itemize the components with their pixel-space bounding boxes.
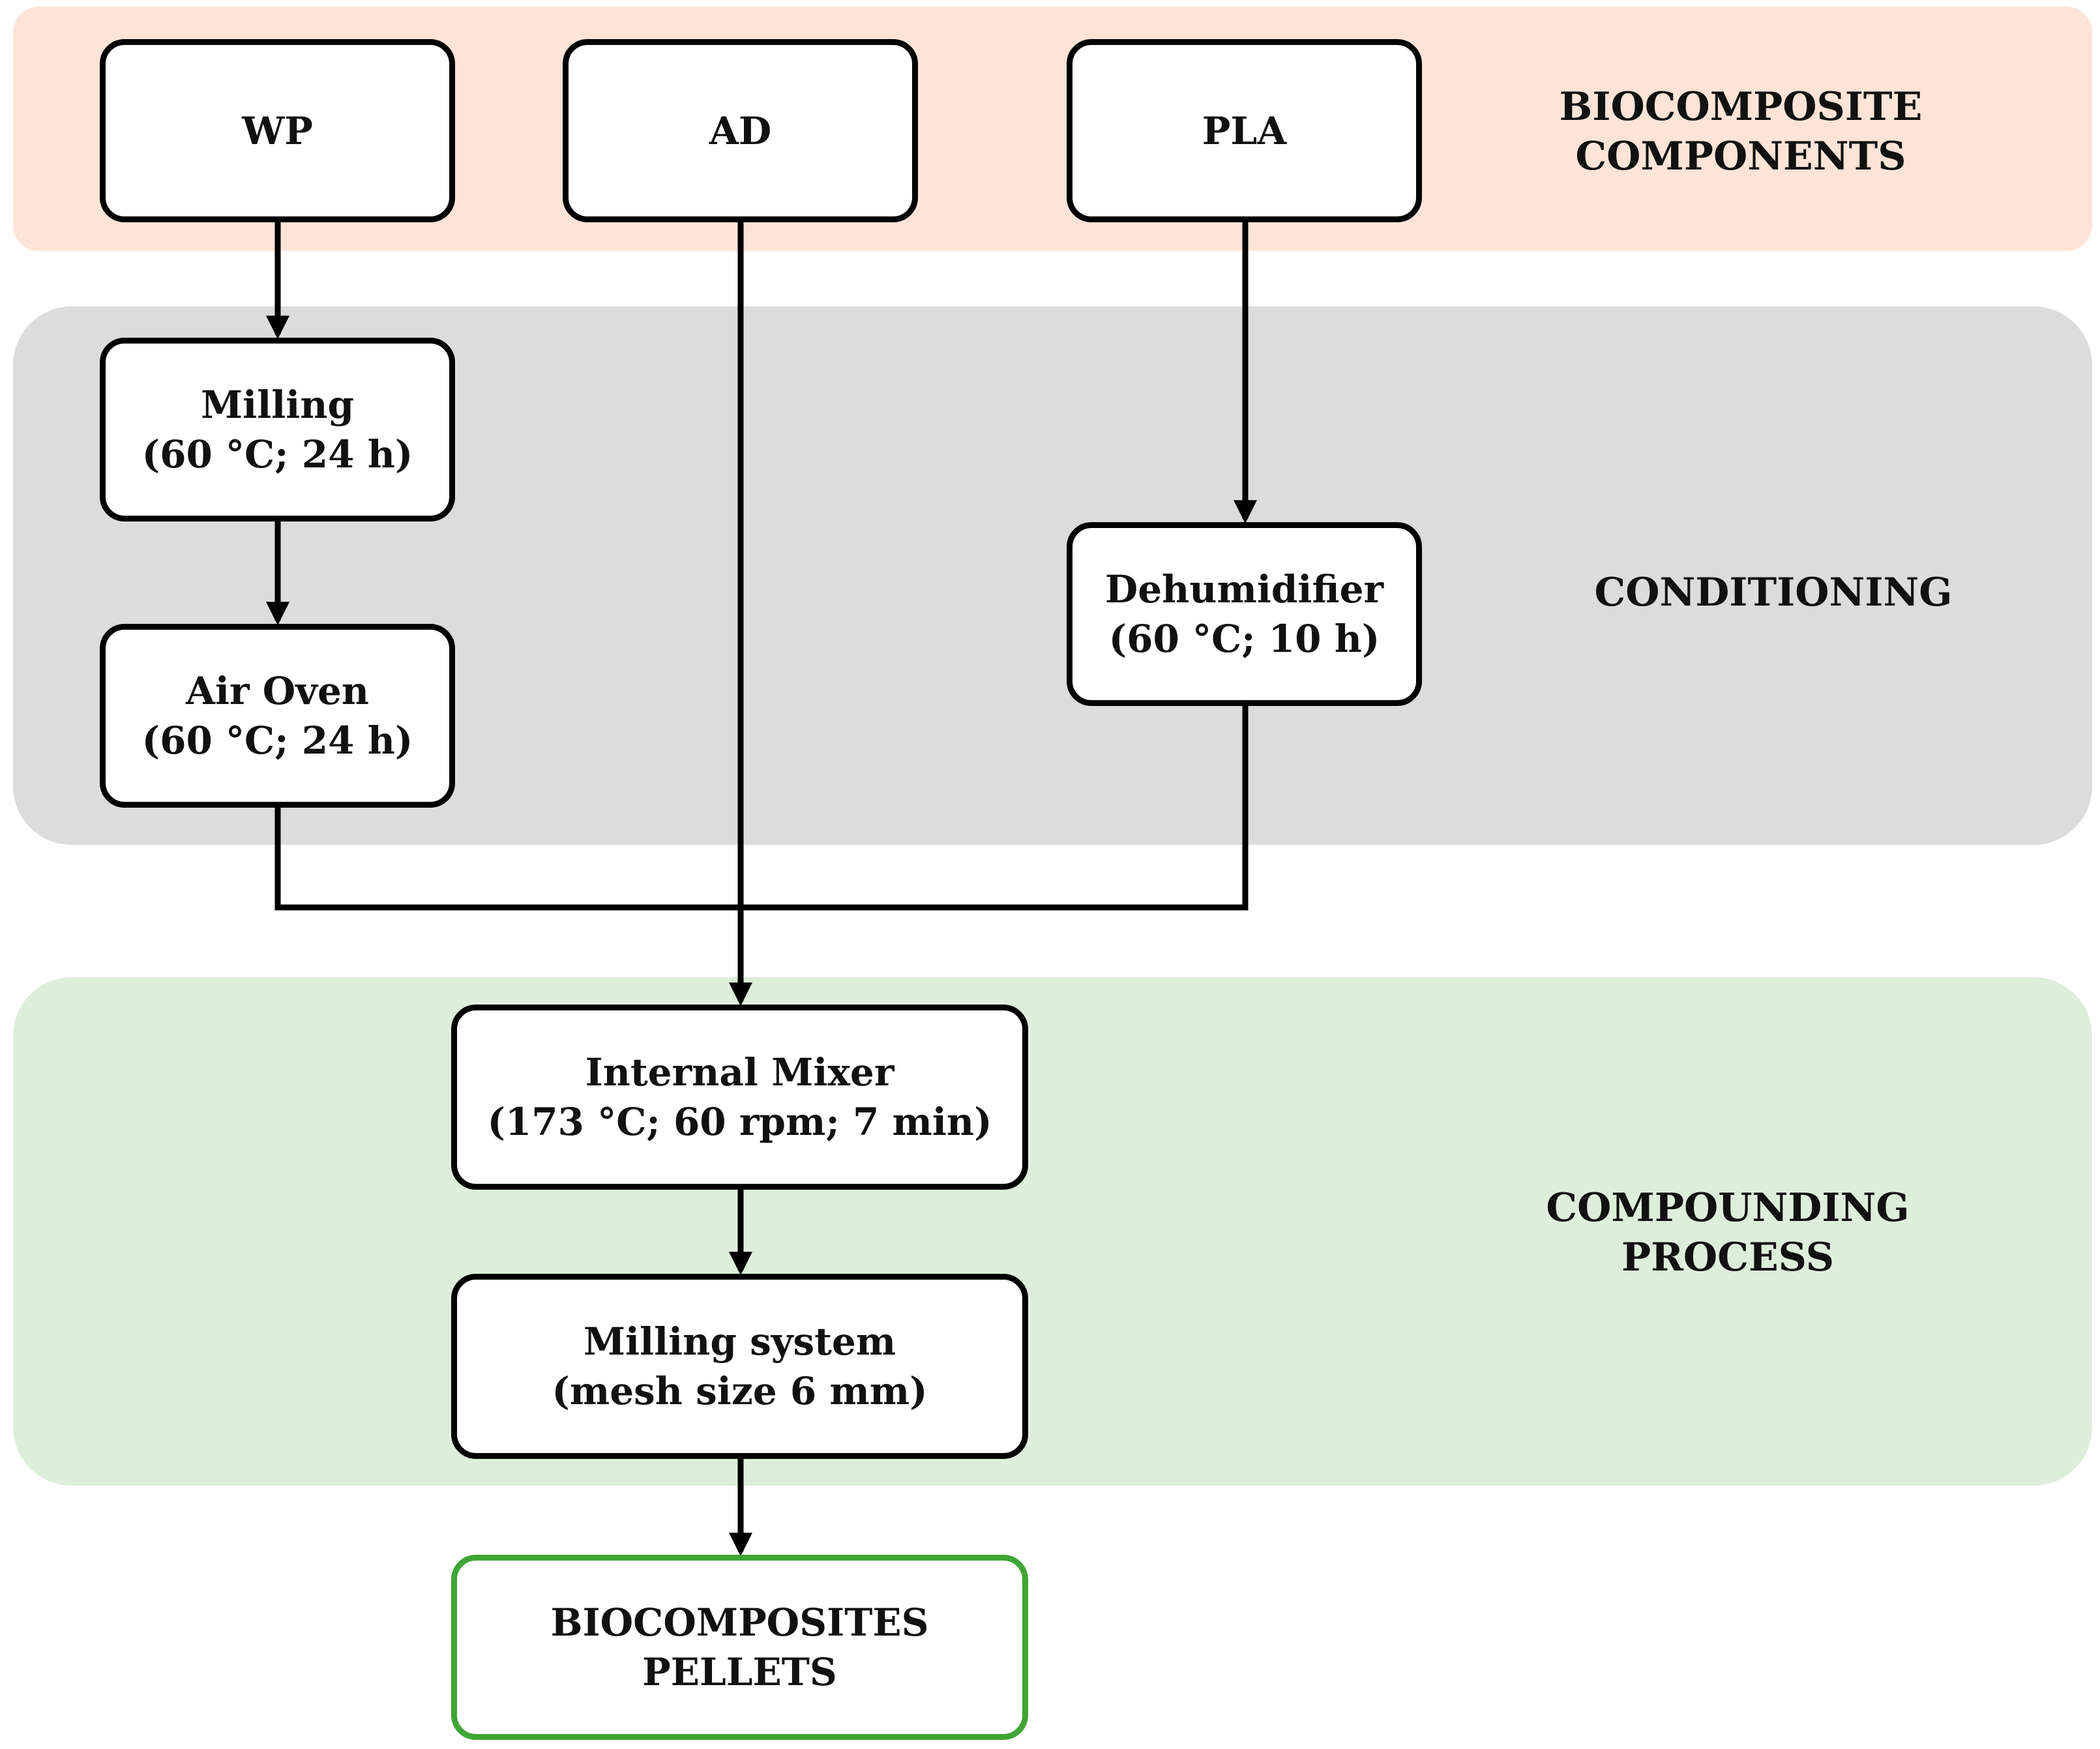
node-label: AD (709, 108, 772, 153)
node-detail: (60 °C; 24 h) (141, 718, 413, 763)
label-conditioning: CONDITIONING (1565, 568, 1982, 617)
node-milling-system: Milling system (mesh size 6 mm) (451, 1274, 1028, 1459)
node-label: PELLETS (642, 1650, 837, 1694)
node-label: PLA (1202, 108, 1287, 153)
label-compounding-process: COMPOUNDING PROCESS (1519, 1183, 1936, 1282)
node-ad: AD (563, 39, 918, 222)
label-line: BIOCOMPOSITE (1559, 84, 1923, 130)
node-biocomposites-pellets: BIOCOMPOSITES PELLETS (451, 1555, 1028, 1740)
label-line: PROCESS (1621, 1235, 1835, 1280)
node-label: Milling (200, 383, 355, 427)
node-label: Dehumidifier (1104, 567, 1384, 611)
label-biocomposite-components: BIOCOMPOSITE COMPONENTS (1552, 82, 1930, 181)
node-wp: WP (100, 39, 455, 222)
node-air-oven: Air Oven (60 °C; 24 h) (100, 624, 455, 808)
label-line: CONDITIONING (1594, 570, 1953, 615)
node-label: Milling system (583, 1319, 896, 1364)
node-detail: (mesh size 6 mm) (552, 1369, 928, 1413)
node-internal-mixer: Internal Mixer (173 °C; 60 rpm; 7 min) (451, 1005, 1028, 1190)
label-line: COMPOUNDING (1546, 1185, 1910, 1231)
label-line: COMPONENTS (1575, 134, 1906, 179)
node-detail: (60 °C; 24 h) (141, 432, 413, 477)
node-detail: (60 °C; 10 h) (1108, 617, 1380, 661)
band-compounding-process (13, 977, 2092, 1486)
node-label: Internal Mixer (585, 1050, 895, 1095)
connector-dehumidifier-to-merge (741, 705, 1249, 911)
node-milling: Milling (60 °C; 24 h) (100, 338, 455, 522)
node-detail: (173 °C; 60 rpm; 7 min) (487, 1100, 992, 1144)
node-pla: PLA (1067, 39, 1422, 222)
connector-air-oven-to-merge (274, 808, 741, 911)
node-label: WP (242, 108, 313, 153)
node-label: BIOCOMPOSITES (550, 1600, 929, 1645)
node-dehumidifier: Dehumidifier (60 °C; 10 h) (1067, 522, 1422, 706)
node-label: Air Oven (185, 669, 370, 713)
